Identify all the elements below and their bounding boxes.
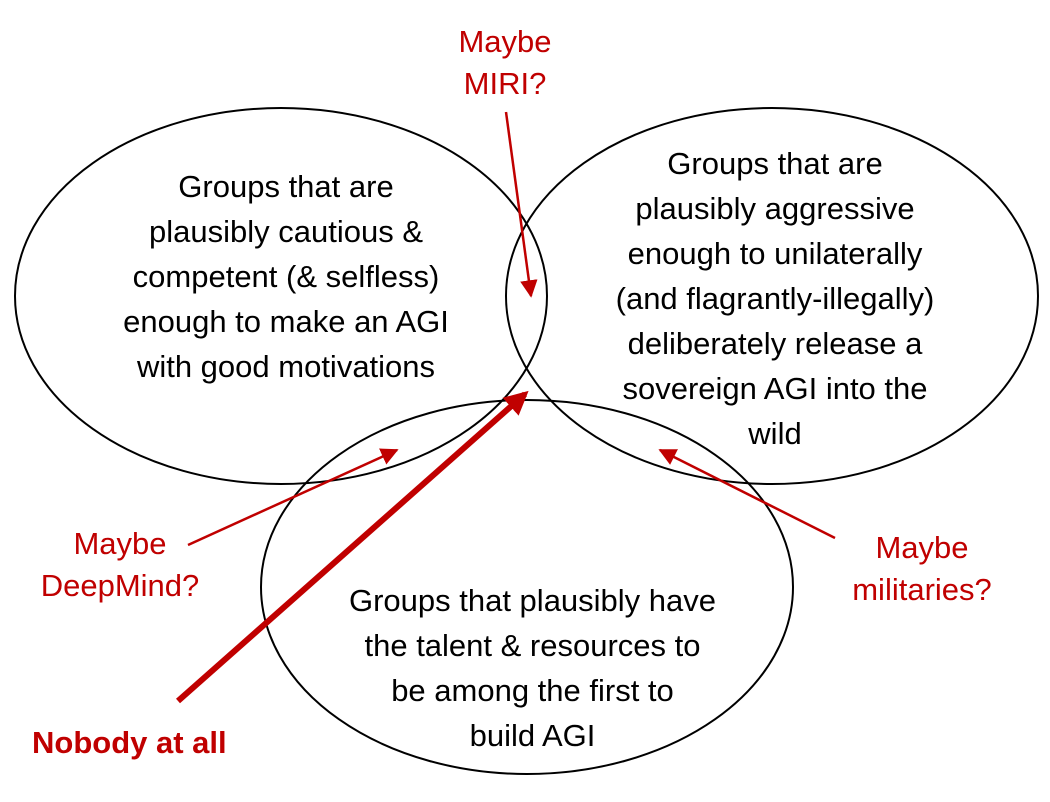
deepmind-label: Maybe DeepMind? — [40, 526, 200, 603]
militaries-arrow — [658, 448, 836, 540]
aggressive-circle-text: Groups that are plausibly aggressive eno… — [615, 146, 935, 451]
nobody-arrow — [176, 390, 529, 704]
cautious-circle-text: Groups that are plausibly cautious & com… — [123, 169, 449, 384]
deepmind-arrow — [187, 448, 399, 547]
nobody-label: Nobody at all — [32, 725, 227, 760]
miri-label: Maybe MIRI? — [458, 24, 552, 101]
cautious-ellipse — [14, 107, 548, 485]
aggressive-ellipse — [505, 107, 1039, 485]
miri-arrow — [504, 111, 538, 298]
militaries-label: Maybe militaries? — [852, 530, 992, 607]
talent-circle-text: Groups that plausibly have the talent & … — [348, 583, 717, 753]
